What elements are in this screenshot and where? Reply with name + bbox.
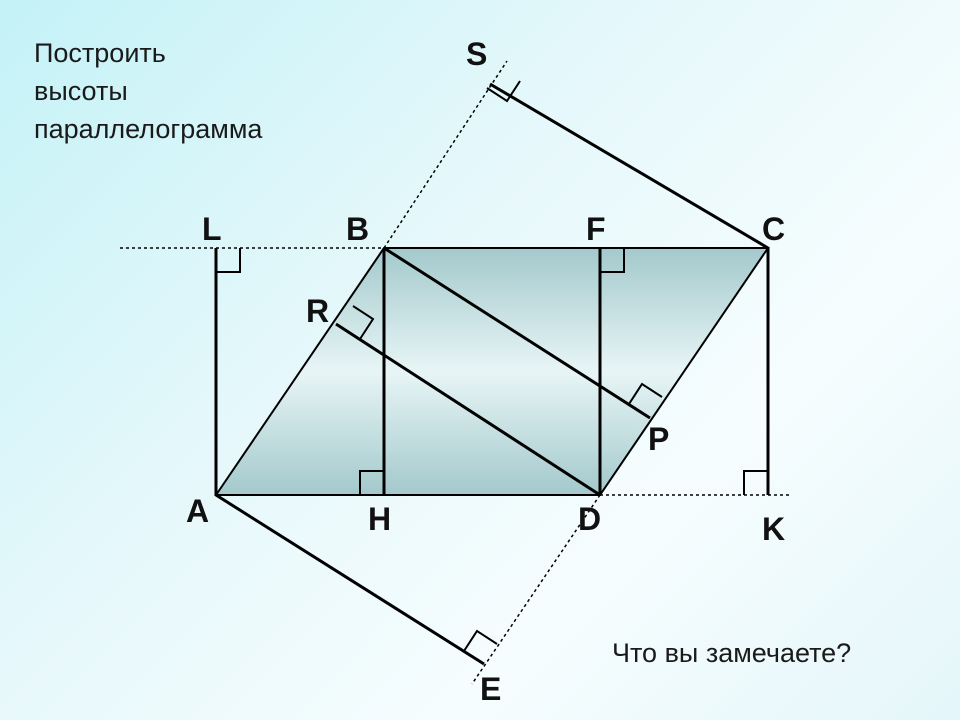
right-angle-h (359, 470, 384, 495)
height-ae (215, 493, 485, 666)
title-line-1: Построить (34, 38, 166, 68)
right-angle-k (743, 470, 768, 495)
title-line-3: параллелограмма (34, 114, 263, 144)
height-dr (335, 322, 601, 497)
title-line-2: высоты (34, 76, 128, 106)
right-angle-e (463, 629, 498, 652)
right-angle-r (352, 305, 375, 340)
label-c: C (762, 211, 785, 247)
label-k: K (762, 511, 785, 547)
label-s: S (466, 36, 487, 72)
right-angle-p (628, 382, 663, 405)
label-a: A (186, 493, 209, 529)
label-r: R (306, 293, 329, 329)
label-f: F (586, 211, 606, 247)
parallelogram-abcd (214, 247, 770, 496)
label-d: D (578, 501, 601, 537)
question-text: Что вы замечаете? (612, 638, 852, 668)
label-h: H (368, 501, 391, 537)
label-l: L (202, 211, 222, 247)
right-angle-f (600, 248, 625, 273)
height-cs (489, 82, 769, 250)
label-p: P (648, 421, 669, 457)
height-bp (383, 246, 651, 420)
label-e: E (480, 671, 501, 707)
extension-line-cd (471, 494, 601, 685)
right-angle-s (486, 80, 521, 103)
extension-line-ab (383, 60, 508, 249)
label-b: B (346, 211, 369, 247)
right-angle-l (216, 248, 241, 273)
slide-title: Построить высоты параллелограмма (34, 34, 262, 148)
